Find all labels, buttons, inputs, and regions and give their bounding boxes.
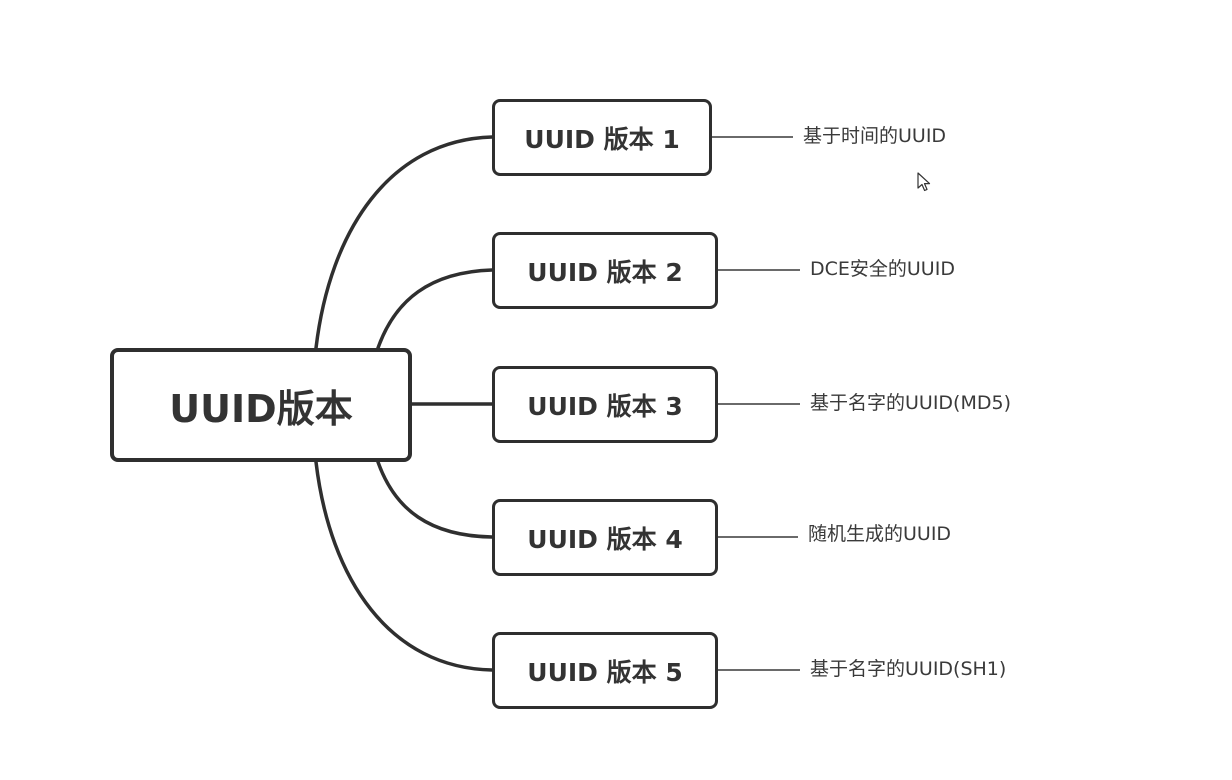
branch-description-1[interactable]: 基于时间的UUID [803, 125, 947, 147]
branch-node-label: UUID 版本 4 [527, 524, 683, 554]
branch-node-1[interactable]: UUID 版本 1 [492, 99, 712, 176]
root-node-label: UUID版本 [169, 386, 353, 431]
branch-description-4[interactable]: 随机生成的UUID [808, 523, 952, 545]
branch-node-label: UUID 版本 3 [527, 391, 683, 421]
branch-node-5[interactable]: UUID 版本 5 [492, 632, 718, 709]
root-node[interactable]: UUID版本 [110, 348, 412, 462]
branch-description-5[interactable]: 基于名字的UUID(SH1) [810, 658, 1007, 680]
branch-node-label: UUID 版本 5 [527, 657, 683, 687]
connector-root-branch-5 [314, 460, 494, 672]
branch-node-2[interactable]: UUID 版本 2 [492, 232, 718, 309]
connector-root-branch-2 [376, 268, 494, 350]
connector-root-branch-1 [314, 135, 494, 350]
connector-root-branch-4 [376, 460, 494, 539]
mouse-pointer-icon [917, 172, 931, 192]
branch-node-4[interactable]: UUID 版本 4 [492, 499, 718, 576]
branch-node-3[interactable]: UUID 版本 3 [492, 366, 718, 443]
branch-node-label: UUID 版本 1 [524, 124, 680, 154]
branch-description-3[interactable]: 基于名字的UUID(MD5) [810, 392, 1011, 414]
branch-node-label: UUID 版本 2 [527, 257, 683, 287]
branch-description-2[interactable]: DCE安全的UUID [810, 258, 955, 280]
